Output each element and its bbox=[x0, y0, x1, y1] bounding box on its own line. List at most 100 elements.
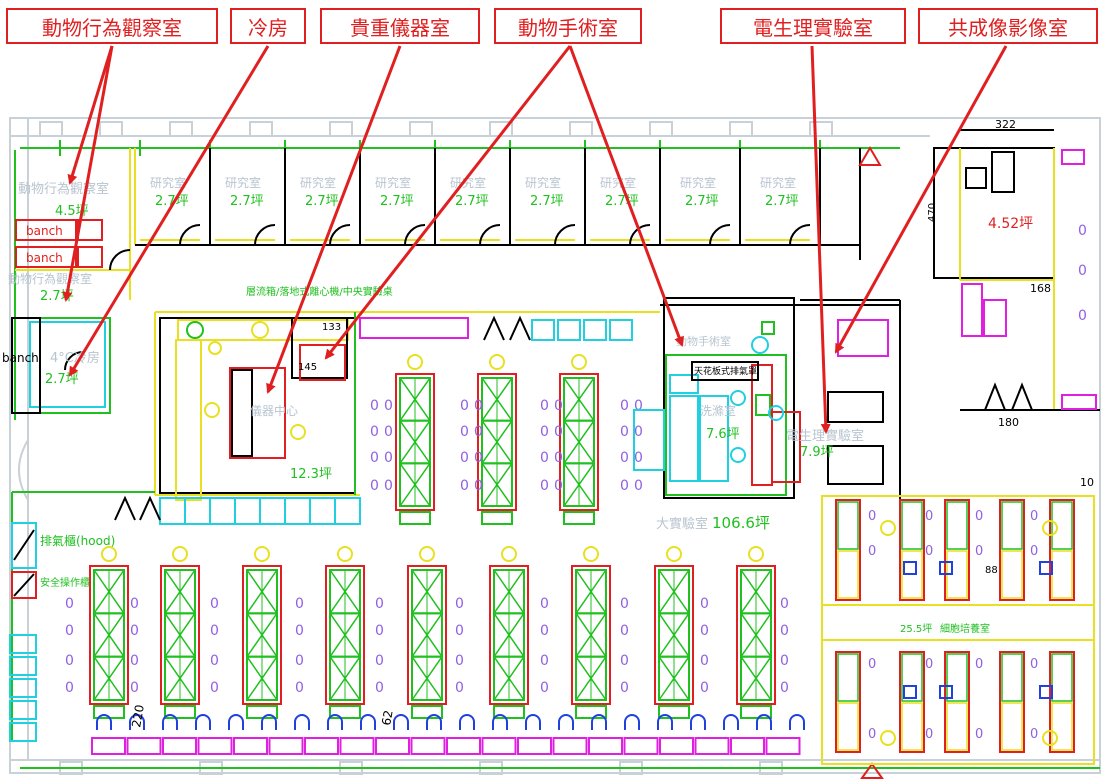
main-lab-area: 106.6坪 bbox=[712, 514, 770, 532]
research-area: 2.7坪 bbox=[685, 194, 719, 209]
chair-symbol: 0 bbox=[65, 653, 74, 669]
chair-symbol: 0 bbox=[780, 623, 789, 639]
unit-marker bbox=[880, 520, 896, 536]
behavior-room-text: 動物行為觀察室 4.5坪 banch banch 動物行為觀察室 2.7坪 bbox=[8, 181, 109, 304]
right-office bbox=[933, 129, 1100, 411]
stool-icon bbox=[327, 714, 343, 730]
freezer-unit bbox=[162, 737, 197, 755]
upper-benches bbox=[395, 354, 599, 525]
research-room-areas: 2.7坪 2.7坪 2.7坪 2.7坪 2.7坪 2.7坪 2.7坪 2.7坪 … bbox=[155, 194, 799, 209]
lab-bench bbox=[559, 354, 599, 525]
chair-symbol: 0 bbox=[634, 424, 643, 440]
chair-symbol: 0 bbox=[65, 596, 74, 612]
main-lab-label: 大實驗室 bbox=[656, 516, 708, 532]
main-lab-text: 大實驗室 106.6坪 bbox=[656, 514, 770, 532]
chair-symbol: 0 bbox=[375, 653, 384, 669]
chair-symbol: 0 bbox=[868, 544, 876, 559]
research-label: 研究室 bbox=[760, 175, 796, 190]
dim-62: 62 bbox=[379, 709, 395, 726]
lower-benches bbox=[89, 546, 776, 719]
chair-symbol: 0 bbox=[210, 596, 219, 612]
callout-arrows bbox=[62, 45, 1008, 434]
unit-lower bbox=[1001, 550, 1023, 599]
chair-symbol: 0 bbox=[460, 450, 469, 466]
research-area: 2.7坪 bbox=[305, 194, 339, 209]
chair-symbol: 0 bbox=[620, 623, 629, 639]
chair-symbol: 0 bbox=[295, 680, 304, 696]
bench-marker bbox=[337, 546, 353, 562]
chair-symbol: 0 bbox=[700, 596, 709, 612]
hood-label: 排氣櫃(hood) bbox=[40, 534, 115, 548]
chair-symbol: 0 bbox=[540, 398, 549, 414]
cage-rack-label: 天花板式排氣罩 bbox=[694, 365, 757, 377]
chair-symbol: 0 bbox=[554, 478, 563, 494]
chair-symbol: 0 bbox=[554, 398, 563, 414]
hood-area bbox=[9, 522, 37, 742]
chair-symbol: 0 bbox=[925, 657, 933, 672]
ephys-room-area: 7.9坪 bbox=[800, 445, 834, 460]
bench-sink bbox=[658, 705, 690, 719]
bench-outline bbox=[736, 565, 776, 705]
unit-lower bbox=[1001, 702, 1023, 751]
chair-symbol: 0 bbox=[455, 653, 464, 669]
bench-sink bbox=[481, 511, 513, 525]
bench-sink bbox=[411, 705, 443, 719]
chair-symbol: 0 bbox=[540, 623, 549, 639]
research-label: 研究室 bbox=[680, 175, 716, 190]
freezer-unit bbox=[730, 737, 765, 755]
unit-marker bbox=[1042, 520, 1058, 536]
bench-marker bbox=[583, 546, 599, 562]
chair-symbol: 0 bbox=[780, 680, 789, 696]
bench-marker bbox=[571, 354, 587, 370]
chair-symbol: 0 bbox=[375, 623, 384, 639]
chair-symbol: 0 bbox=[1030, 727, 1038, 742]
bench-sink bbox=[493, 705, 525, 719]
stool-icon bbox=[690, 714, 706, 730]
lab-bench bbox=[489, 546, 529, 719]
unit-lower bbox=[837, 702, 859, 751]
chair-symbol: 0 bbox=[620, 653, 629, 669]
dim-88: 88 bbox=[985, 565, 998, 576]
chair-symbol: 0 bbox=[868, 657, 876, 672]
stool-icon bbox=[789, 714, 805, 730]
stool-icon bbox=[162, 714, 178, 730]
stool-icon bbox=[195, 714, 211, 730]
culture-unit bbox=[944, 499, 970, 601]
chair-symbol: 0 bbox=[130, 653, 139, 669]
unit-frame bbox=[899, 651, 925, 753]
chair-symbol: 0 bbox=[620, 596, 629, 612]
bench-sink bbox=[246, 705, 278, 719]
unit-upper bbox=[946, 501, 968, 550]
chair-symbol: 0 bbox=[975, 509, 983, 524]
chair-symbol: 0 bbox=[460, 478, 469, 494]
freezer-unit bbox=[91, 737, 126, 755]
chair-symbol: 0 bbox=[384, 424, 393, 440]
lab-bench bbox=[395, 354, 435, 525]
dim-168: 168 bbox=[1030, 282, 1051, 295]
chair-symbol: 0 bbox=[634, 398, 643, 414]
stool-icon bbox=[459, 714, 475, 730]
chair-symbol: 0 bbox=[1030, 509, 1038, 524]
dim-470: 470 bbox=[927, 203, 938, 222]
chair-symbol: 0 bbox=[780, 596, 789, 612]
stool-icon bbox=[261, 714, 277, 730]
research-area: 2.7坪 bbox=[765, 194, 799, 209]
office-area: 4.52坪 bbox=[988, 216, 1033, 232]
hood-text: 排氣櫃(hood) 安全操作櫃 bbox=[40, 534, 115, 589]
research-rooms bbox=[134, 148, 861, 260]
unit-frame bbox=[999, 651, 1025, 753]
equipment-box bbox=[939, 561, 953, 575]
chair-symbol: 0 bbox=[65, 680, 74, 696]
equipment-box bbox=[903, 685, 917, 699]
unit-lower bbox=[1051, 702, 1073, 751]
unit-upper bbox=[1001, 653, 1023, 702]
unit-frame bbox=[899, 499, 925, 601]
research-area: 2.7坪 bbox=[455, 194, 489, 209]
dim-322: 322 bbox=[995, 118, 1016, 131]
bench-label: banch bbox=[2, 351, 39, 365]
freezer-unit bbox=[339, 737, 375, 755]
chair-symbol: 0 bbox=[375, 680, 384, 696]
stool-icon bbox=[492, 714, 508, 730]
chair-symbol: 0 bbox=[455, 596, 464, 612]
